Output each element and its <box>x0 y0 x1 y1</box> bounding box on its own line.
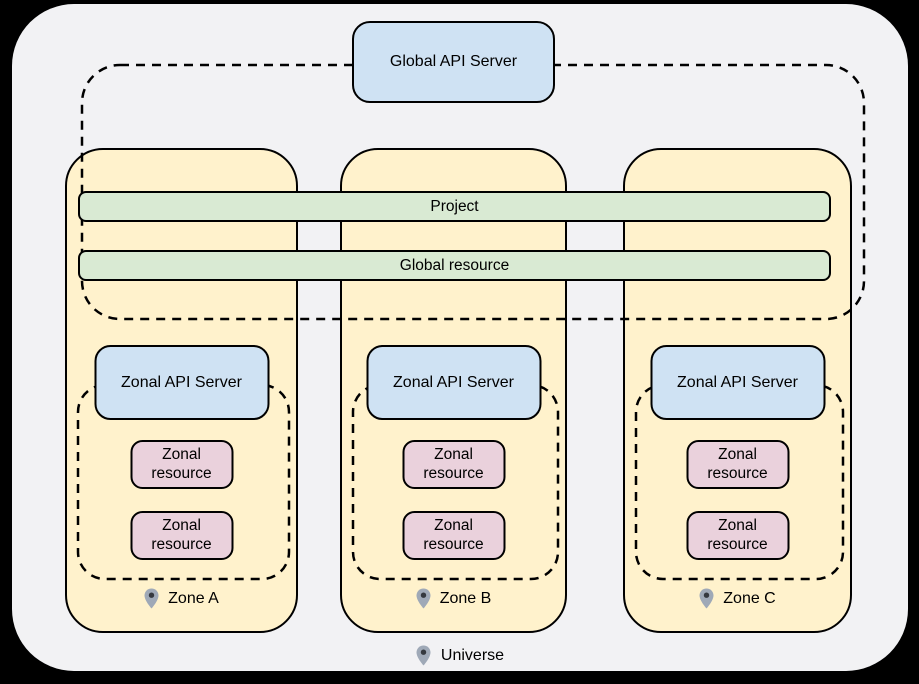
zonal-api-server-label: Zonal API Server <box>677 373 798 391</box>
location-pin-icon <box>699 588 714 609</box>
project-bar-label: Project <box>430 197 479 215</box>
global-resource-bar-label: Global resource <box>399 256 510 274</box>
zone-a-zonal-resource-2: Zonal resource <box>130 511 233 560</box>
zone-c-dashed-boundary <box>634 383 845 581</box>
zone-b-container: Zonal API Server Zonal resource Zonal re… <box>340 148 567 633</box>
zonal-resource-label: Zonal resource <box>423 445 484 482</box>
location-pin-icon <box>144 588 159 609</box>
zone-a-zonal-api-server: Zonal API Server <box>94 345 269 420</box>
zone-label: Zone B <box>439 589 492 607</box>
zone-c-zonal-resource-1: Zonal resource <box>686 440 789 489</box>
zone-c-container: Zonal API Server Zonal resource Zonal re… <box>623 148 852 633</box>
universe-label: Universe <box>440 646 505 664</box>
global-api-server-label: Global API Server <box>389 53 518 70</box>
zonal-resource-label: Zonal resource <box>423 516 484 553</box>
universe-label-row: Universe <box>12 645 908 666</box>
zone-a-label-row: Zone A <box>67 588 296 609</box>
zone-label: Zone C <box>723 589 776 607</box>
zone-c-zonal-api-server: Zonal API Server <box>650 345 825 420</box>
zone-c-zonal-resource-2: Zonal resource <box>686 511 789 560</box>
zone-label: Zone A <box>168 589 219 607</box>
zone-a-container: Zonal API Server Zonal resource Zonal re… <box>65 148 298 633</box>
zone-b-dashed-boundary <box>351 383 560 581</box>
zonal-resource-label: Zonal resource <box>151 516 212 553</box>
zonal-resource-label: Zonal resource <box>151 445 212 482</box>
universe-container: Zonal API Server Zonal resource Zonal re… <box>12 4 908 671</box>
zone-b-label-row: Zone B <box>342 588 565 609</box>
zonal-resource-label: Zonal resource <box>707 516 768 553</box>
global-resource-bar: Global resource <box>78 250 831 281</box>
zonal-api-server-label: Zonal API Server <box>393 373 514 391</box>
zone-b-zonal-api-server: Zonal API Server <box>366 345 541 420</box>
zone-b-zonal-resource-1: Zonal resource <box>402 440 505 489</box>
dashed-border <box>351 383 560 581</box>
dashed-border <box>634 383 845 581</box>
zonal-resource-label: Zonal resource <box>707 445 768 482</box>
project-bar: Project <box>78 191 831 222</box>
zone-a-zonal-resource-1: Zonal resource <box>130 440 233 489</box>
location-pin-icon <box>416 588 431 609</box>
zonal-api-server-label: Zonal API Server <box>121 373 242 391</box>
global-api-server: Global API Server <box>352 21 555 103</box>
zone-b-zonal-resource-2: Zonal resource <box>402 511 505 560</box>
location-pin-icon <box>416 645 431 666</box>
zone-c-label-row: Zone C <box>625 588 850 609</box>
